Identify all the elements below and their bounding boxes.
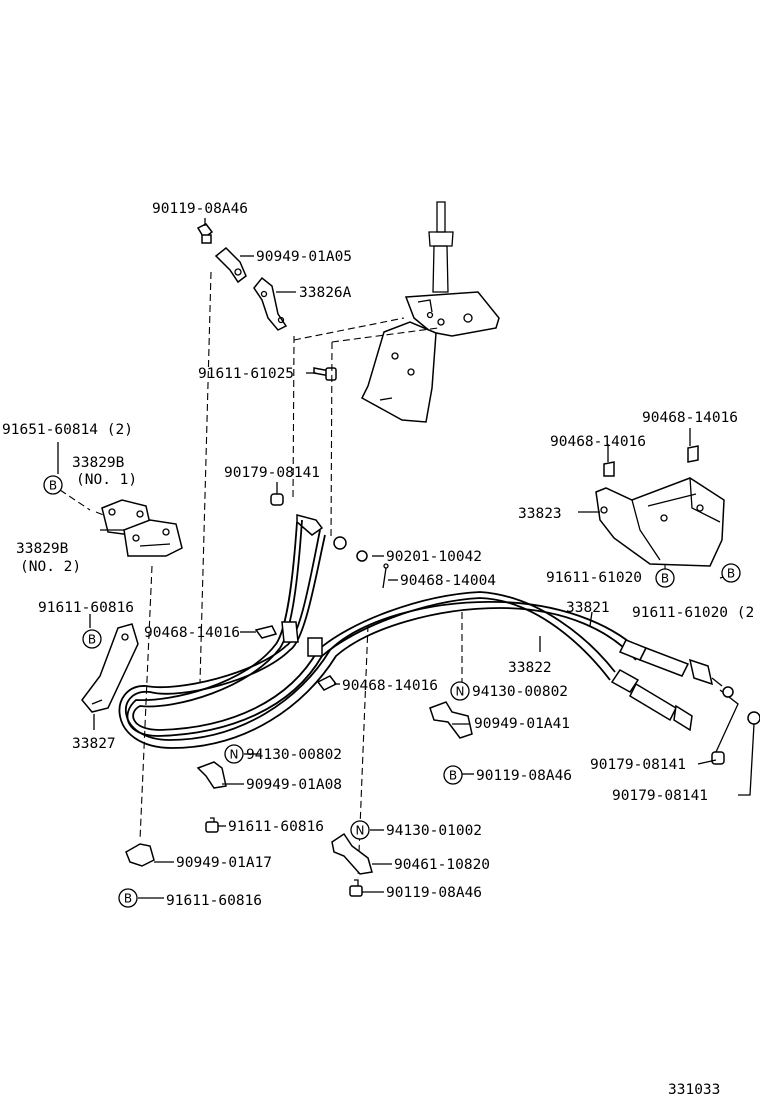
label-91611-60816-bot: 91611-60816 xyxy=(166,893,262,909)
marker-B-bottom-left: B xyxy=(118,888,138,908)
shift-cables xyxy=(118,519,760,753)
bracket-33826A xyxy=(253,276,288,331)
marker-B-bottom-right: B xyxy=(443,765,463,785)
label-91611-61025: 91611-61025 xyxy=(198,366,294,382)
label-91611-60816-mid: 91611-60816 xyxy=(228,819,324,835)
label-90468-14004: 90468-14004 xyxy=(400,573,496,589)
label-90461-10820: 90461-10820 xyxy=(394,857,490,873)
label-no2: (NO. 2) xyxy=(20,559,81,575)
svg-text:B: B xyxy=(449,769,457,783)
label-90468-14016-top: 90468-14016 xyxy=(642,410,738,426)
marker-N-bottom: N xyxy=(350,820,370,840)
clamp-90949-01A17 xyxy=(125,843,155,867)
bolt-90119-08A46-top xyxy=(196,223,214,244)
label-33827: 33827 xyxy=(72,736,116,752)
marker-B-left-mid: B xyxy=(82,629,102,649)
clamp-90949-01A41 xyxy=(429,701,473,739)
label-90119-08A46-right: 90119-08A46 xyxy=(476,768,572,784)
label-33821: 33821 xyxy=(566,600,610,616)
label-90179-08141-r1: 90179-08141 xyxy=(590,757,686,773)
part-labels: 90119-08A46 90949-01A05 33826A 91611-610… xyxy=(2,201,754,1098)
bracket-33823 xyxy=(595,445,725,567)
label-33823: 33823 xyxy=(518,506,562,522)
nut-90179-08141-right xyxy=(711,751,725,765)
label-94130-01002: 94130-01002 xyxy=(386,823,482,839)
label-94130-00802-right: 94130-00802 xyxy=(472,684,568,700)
label-90179-08141-mid: 90179-08141 xyxy=(224,465,320,481)
label-90468-14016-mid: 90468-14016 xyxy=(342,678,438,694)
svg-text:N: N xyxy=(230,748,239,762)
label-90949-01A05: 90949-01A05 xyxy=(256,249,352,265)
label-33829B-no1: 33829B xyxy=(72,455,125,471)
label-90201-10042: 90201-10042 xyxy=(386,549,482,565)
leader-lines xyxy=(57,218,755,899)
marker-B-right-a: B xyxy=(655,568,675,588)
bracket-33827 xyxy=(81,623,139,713)
label-90949-01A08: 90949-01A08 xyxy=(246,777,342,793)
label-91651-60814: 91651-60814 (2) xyxy=(2,422,133,438)
bracket-33829B-no2 xyxy=(123,519,183,557)
cable-end-fittings xyxy=(296,514,389,589)
svg-text:N: N xyxy=(356,824,365,838)
svg-text:B: B xyxy=(124,892,132,906)
label-90468-14016-left: 90468-14016 xyxy=(144,625,240,641)
label-90119-08A46-bot: 90119-08A46 xyxy=(386,885,482,901)
label-90468-14016-r2: 90468-14016 xyxy=(550,434,646,450)
clamp-90949-01A05 xyxy=(214,246,247,284)
bolt-91611-61025 xyxy=(313,367,337,381)
svg-text:N: N xyxy=(456,685,465,699)
svg-text:B: B xyxy=(727,567,735,581)
diagram-id: 331033 xyxy=(668,1082,720,1098)
shift-lever-assembly xyxy=(361,201,500,423)
marker-N-left: N xyxy=(224,744,244,764)
label-33829B-no2: 33829B xyxy=(16,541,69,557)
label-90949-01A17: 90949-01A17 xyxy=(176,855,272,871)
label-91611-61020-b: 91611-61020 (2 xyxy=(632,605,754,621)
label-94130-00802-left: 94130-00802 xyxy=(246,747,342,763)
nut-90179-08141-mid xyxy=(270,493,284,506)
label-no1: (NO. 1) xyxy=(76,472,137,488)
clip-90468-14016-left xyxy=(254,625,278,639)
svg-text:B: B xyxy=(49,479,57,493)
label-90119-08A46-top: 90119-08A46 xyxy=(152,201,248,217)
bolt-90119-08A46-bot xyxy=(349,879,363,897)
clamp-90461-10820 xyxy=(331,832,373,875)
marker-B-left-top: B xyxy=(43,475,63,495)
marker-B-right-b: B xyxy=(721,563,741,583)
svg-text:B: B xyxy=(88,633,96,647)
label-91611-60816-left: 91611-60816 xyxy=(38,600,134,616)
label-90949-01A41: 90949-01A41 xyxy=(474,716,570,732)
label-91611-61020-a: 91611-61020 xyxy=(546,570,642,586)
marker-N-right: N xyxy=(450,681,470,701)
label-33826A: 33826A xyxy=(299,285,352,301)
bolt-91611-60816-mid xyxy=(205,817,219,833)
label-90179-08141-r2: 90179-08141 xyxy=(612,788,708,804)
clamp-90949-01A08 xyxy=(196,761,227,789)
label-33822: 33822 xyxy=(508,660,552,676)
svg-text:B: B xyxy=(661,572,669,586)
